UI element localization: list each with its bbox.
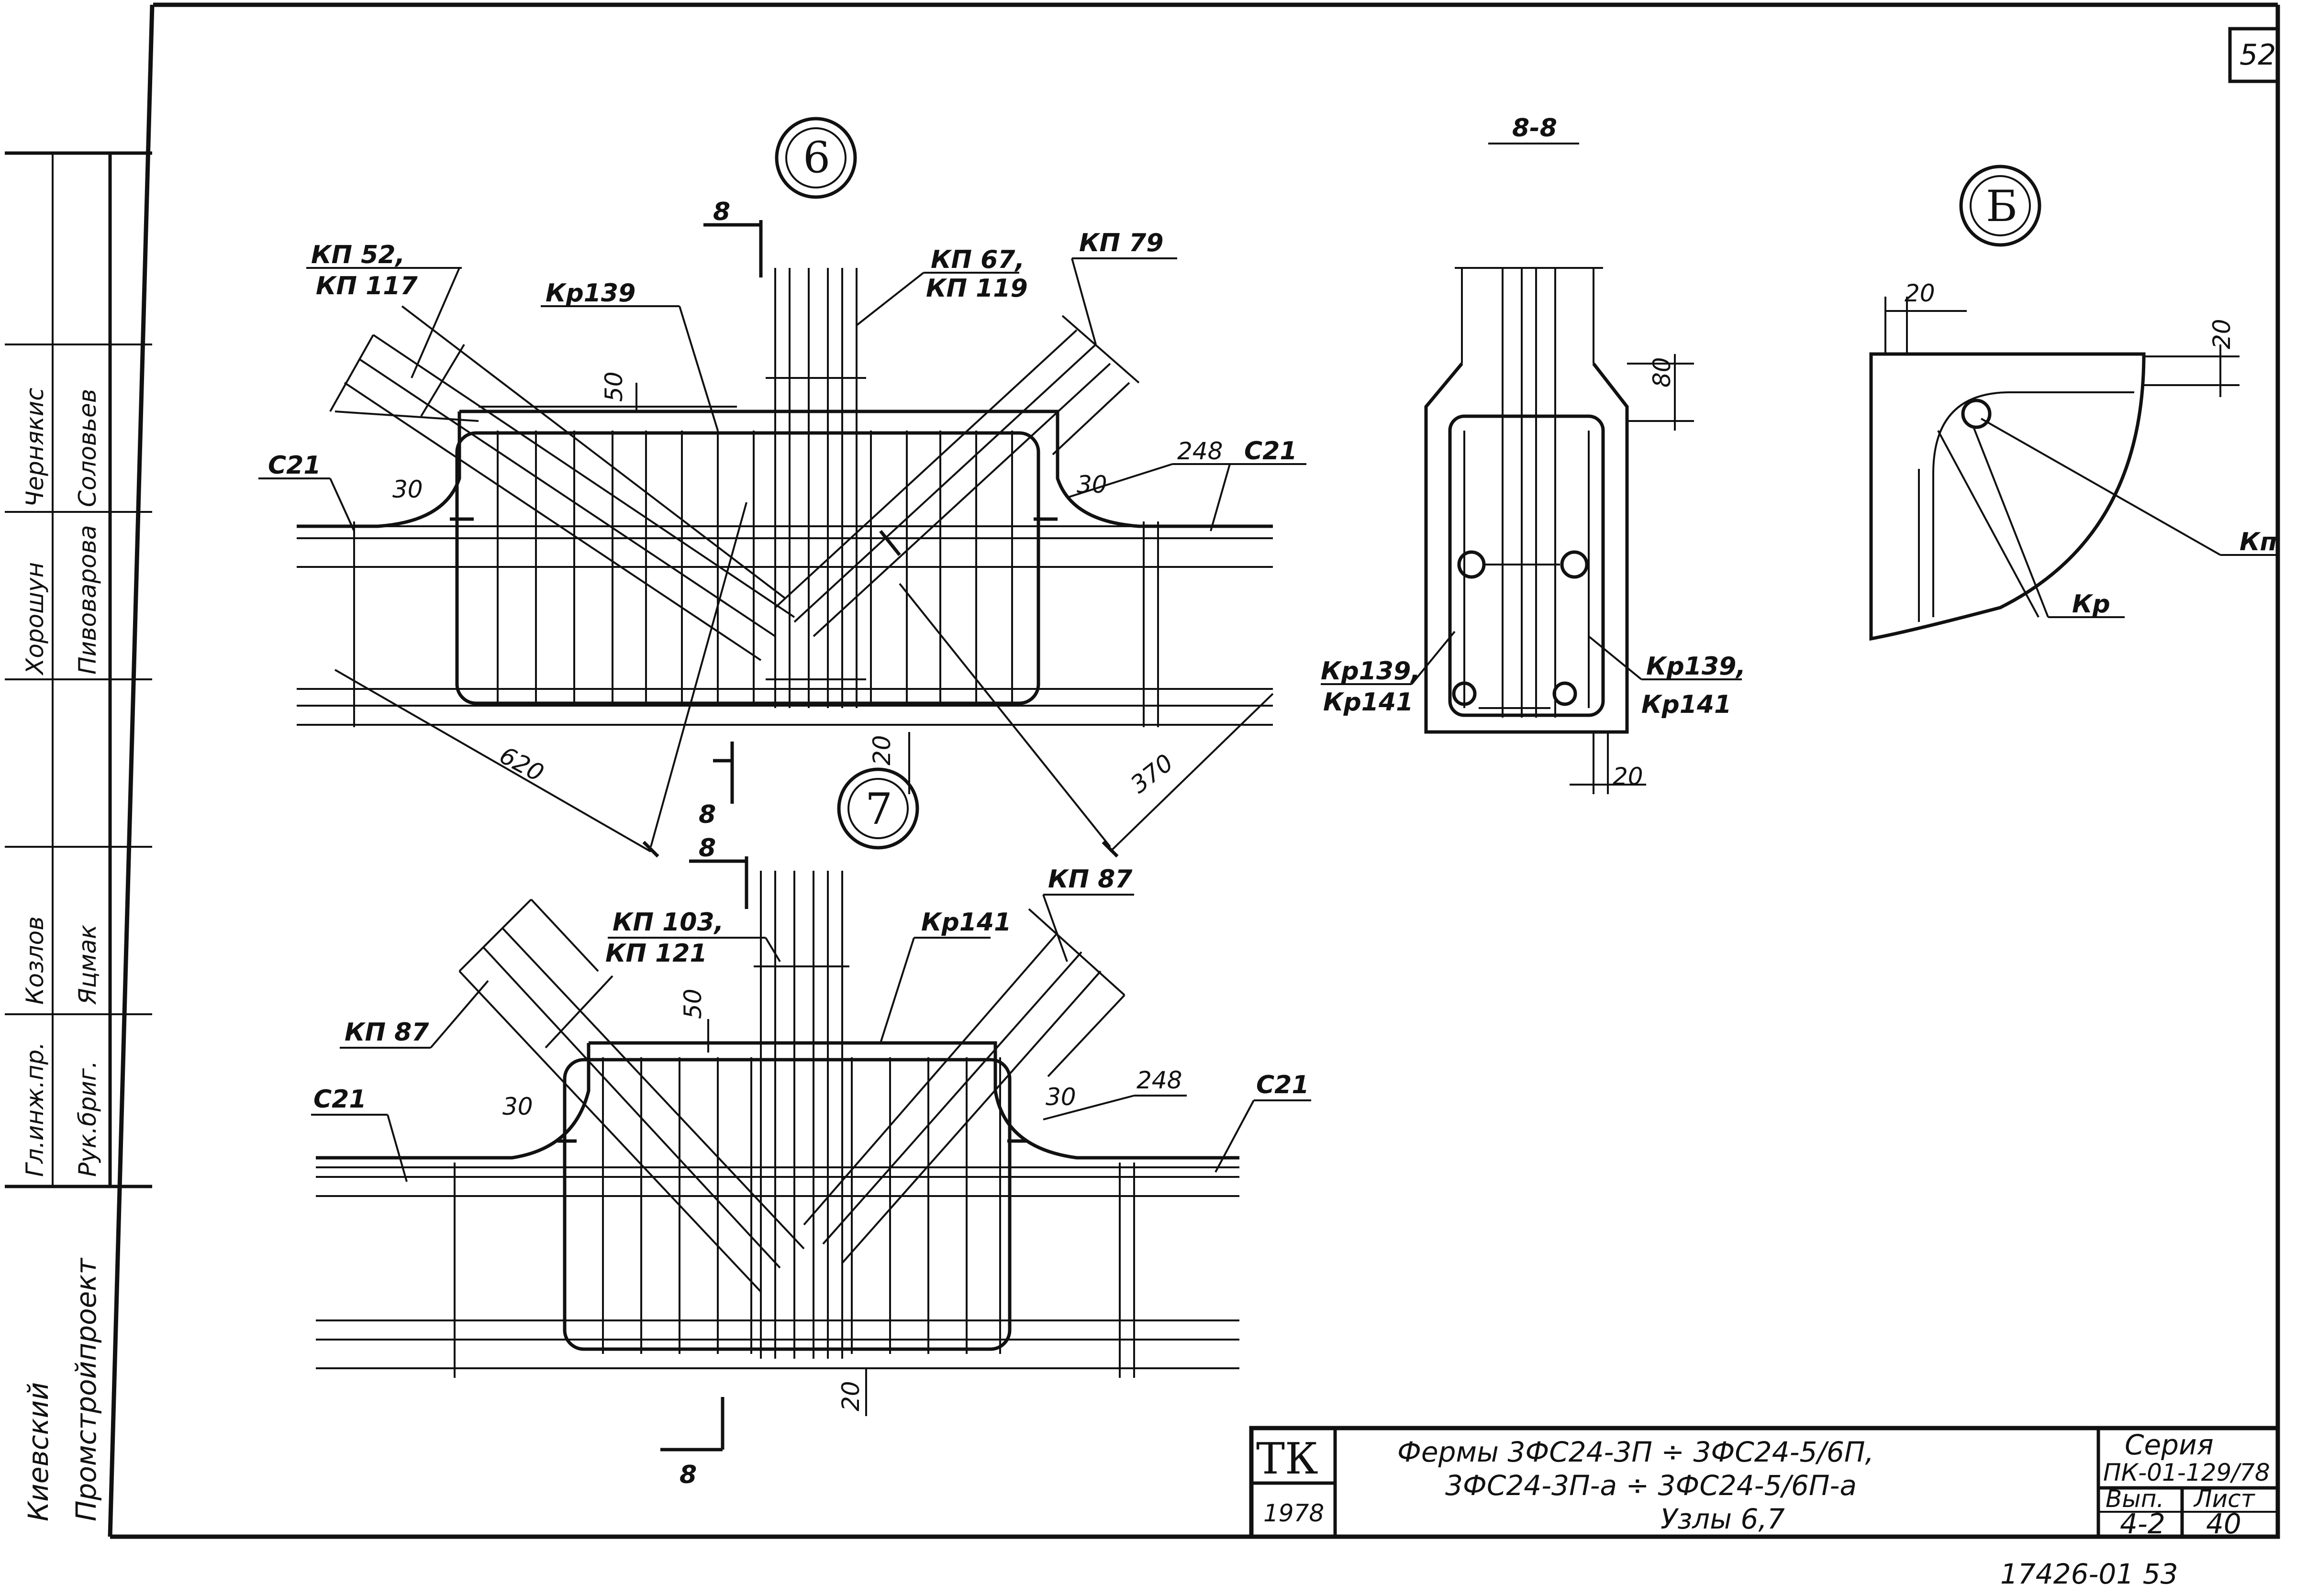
- node-7-drawing: 7: [311, 767, 1311, 1452]
- left-stamp: Козлов Яцмак Чернякис Соловьев Пивоваров…: [5, 151, 152, 1521]
- detail-b-letter: Б: [1986, 181, 2017, 232]
- sheet-number: 52: [2240, 38, 2276, 72]
- series-label: Серия: [2125, 1429, 2214, 1461]
- n7-dim-50: 50: [679, 988, 707, 1019]
- s88-kr141-left: Кр141: [1323, 688, 1413, 717]
- label-kp79: КП 79: [1079, 229, 1164, 257]
- node-7-number: 7: [865, 784, 892, 834]
- sheet-frame: [108, 2, 2280, 1539]
- section-8-8-title: 8-8: [1512, 114, 1557, 143]
- detail-b-labels: 20 20 Кп Кр: [1905, 279, 2277, 619]
- label-kp117: КП 117: [316, 272, 418, 300]
- s88-kr141-right: Кр141: [1641, 690, 1731, 719]
- s88-kr139-left: Кр139,: [1321, 657, 1420, 686]
- title-year: 1978: [1263, 1499, 1324, 1527]
- node-6-number: 6: [803, 133, 830, 183]
- sheet-value: 40: [2206, 1507, 2241, 1540]
- s88-kr139-right: Кр139,: [1646, 652, 1746, 681]
- node-6-labels: КП 52, КП 117 Кр139 КП 67, КП 119 КП 79 …: [268, 198, 1297, 829]
- dim-620: 620: [495, 741, 548, 787]
- stamp-name-1: Козлов: [21, 916, 49, 1005]
- dim-30-left: 30: [392, 476, 423, 503]
- title-line-2: 3ФС24-3П-а ÷ 3ФС24-5/6П-а: [1445, 1469, 1857, 1502]
- title-line-3: Узлы 6,7: [1660, 1503, 1785, 1535]
- label-kr139: Кр139: [546, 279, 635, 308]
- stamp-org-2: Промстройпроект: [70, 1257, 102, 1521]
- dim-370: 370: [1126, 749, 1179, 798]
- series-value: ПК-01-129/78: [2103, 1459, 2270, 1486]
- title-line-1: Фермы 3ФС24-3П ÷ 3ФС24-5/6П,: [1397, 1436, 1874, 1468]
- stamp-role-1: Гл.инж.пр.: [21, 1042, 49, 1177]
- n7-section-mark-top: 8: [699, 834, 716, 863]
- stamp-name-4: Соловьев: [74, 389, 101, 507]
- detail-b-dim-20-top: 20: [1905, 279, 1935, 307]
- label-kp119: КП 119: [926, 274, 1028, 303]
- n7-section-mark-bottom: 8: [680, 1461, 697, 1489]
- label-kr141: Кр141: [921, 908, 1011, 937]
- title-logo: ТК: [1256, 1434, 1318, 1484]
- stamp-org-1: Киевский: [22, 1382, 55, 1521]
- label-kp87-left: КП 87: [345, 1018, 429, 1047]
- label-c21-right: С21: [1244, 437, 1297, 466]
- section-mark-bottom: 8: [699, 800, 716, 829]
- detail-b-kr: Кр: [2072, 590, 2110, 619]
- label-kp121: КП 121: [605, 939, 707, 968]
- label-c21-left: С21: [268, 451, 321, 480]
- sheet-number-box: 52: [2228, 27, 2280, 83]
- node-6-stirrups: [497, 431, 1013, 706]
- n7-label-c21-right: С21: [1256, 1071, 1309, 1099]
- s88-dim-20: 20: [1613, 763, 1643, 790]
- detail-b-kp: Кп: [2240, 528, 2277, 556]
- n7-dim-248: 248: [1137, 1066, 1182, 1094]
- sheet-label: Лист: [2193, 1485, 2256, 1513]
- stamp-name-3: Чернякис: [21, 388, 49, 507]
- dim-248: 248: [1177, 437, 1223, 465]
- dim-30-right: 30: [1077, 471, 1107, 499]
- title-block: ТК 1978 Фермы 3ФС24-3П ÷ 3ФС24-5/6П, 3ФС…: [1249, 1426, 2280, 1540]
- label-kp67: КП 67,: [931, 245, 1025, 274]
- section-8-8-drawing: 8-8: [1321, 114, 1742, 794]
- stamp-name-6: Хорошун: [21, 562, 49, 676]
- dim-50: 50: [600, 371, 628, 402]
- issue-value: 4-2: [2120, 1507, 2165, 1540]
- n7-label-c21-left: С21: [313, 1085, 367, 1114]
- label-kp52: КП 52,: [311, 241, 405, 269]
- n7-dim-30-right: 30: [1046, 1083, 1076, 1111]
- dim-20: 20: [868, 735, 896, 765]
- node-6-drawing: 6: [258, 117, 1306, 858]
- footer-code: 17426-01 53: [2000, 1558, 2178, 1590]
- stamp-name-2: Яцмак: [74, 925, 101, 1005]
- n7-dim-20: 20: [837, 1381, 865, 1411]
- stamp-name-5: Пивоварова: [74, 525, 101, 675]
- stamp-role-2: Рук.бриг.: [74, 1061, 101, 1177]
- node-7-stirrups: [602, 1057, 1001, 1354]
- issue-label: Вып.: [2106, 1485, 2164, 1513]
- n7-dim-30-left: 30: [502, 1093, 533, 1120]
- section-8-8-labels: Кр139, Кр141 Кр139, Кр141 80 20: [1321, 357, 1746, 790]
- node-7-labels: 8 КП 103, КП 121 Кр141 КП 87 КП 87 С21 С…: [313, 834, 1309, 1489]
- detail-b-dim-20-right: 20: [2208, 319, 2236, 349]
- s88-dim-80: 80: [1648, 357, 1676, 388]
- detail-b-drawing: Б: [1869, 165, 2278, 641]
- section-mark-top: 8: [713, 198, 730, 226]
- label-kp103: КП 103,: [613, 908, 724, 937]
- label-kp87-right: КП 87: [1048, 865, 1133, 894]
